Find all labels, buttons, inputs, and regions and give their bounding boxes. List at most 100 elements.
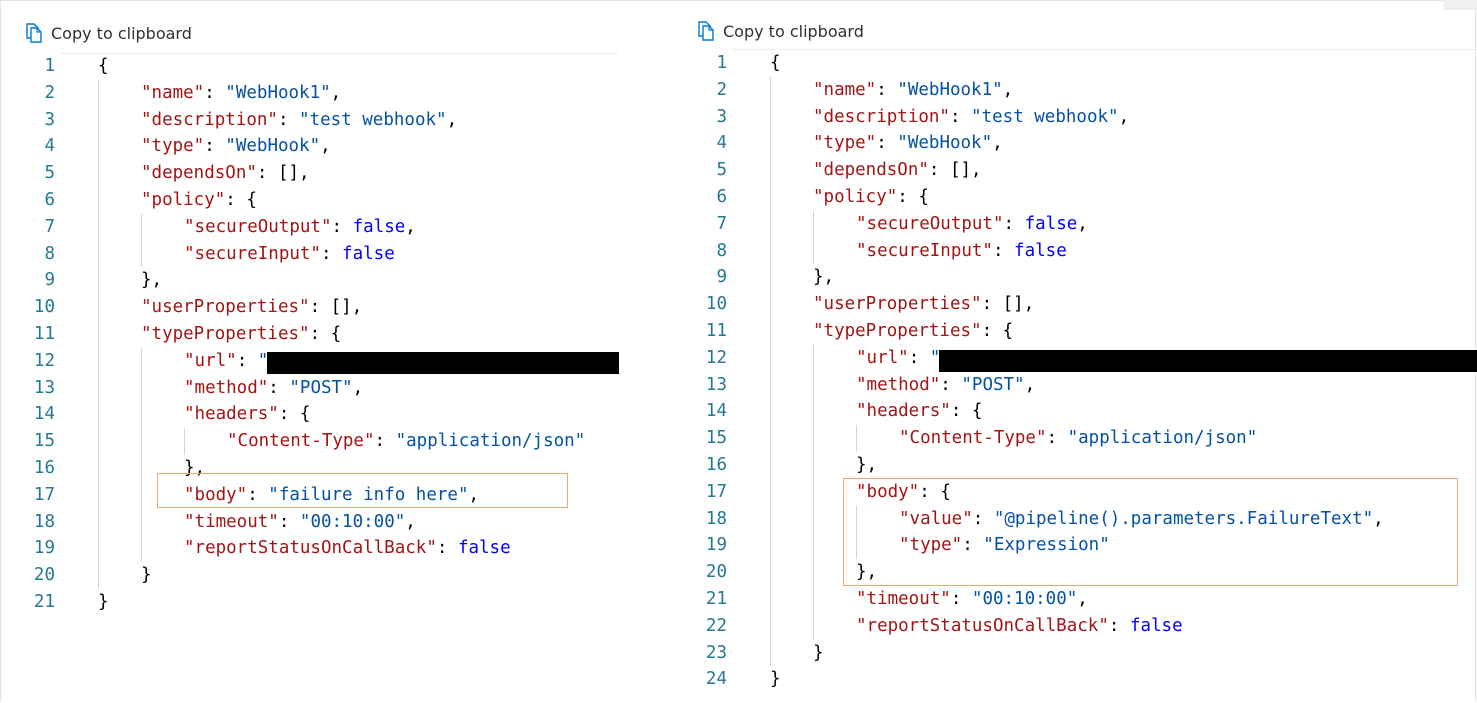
code-text: "secureOutput": false, <box>856 211 1088 238</box>
copy-icon <box>698 21 714 41</box>
copy-to-clipboard-button[interactable]: Copy to clipboard <box>24 22 192 44</box>
json-punctuation: }, <box>856 455 878 475</box>
json-key: "reportStatusOnCallBack" <box>856 615 1109 636</box>
copy-icon <box>26 23 42 43</box>
line-number: 15 <box>705 428 727 449</box>
json-punctuation: } <box>98 592 109 612</box>
code-line: 18"timeout": "00:10:00", <box>15 509 619 536</box>
json-key: "userProperties" <box>141 297 310 318</box>
code-line: 6"policy": { <box>15 187 619 214</box>
line-number: 3 <box>716 106 727 127</box>
json-string: "WebHook1" <box>225 82 331 103</box>
json-punctuation: : <box>940 374 962 395</box>
json-string: " <box>257 350 269 371</box>
json-key: "name" <box>141 82 205 103</box>
code-line: 6"policy": { <box>687 184 1477 211</box>
json-string: "WebHook" <box>897 133 993 154</box>
json-punctuation: : { <box>981 321 1014 341</box>
code-text: "policy": { <box>813 184 929 211</box>
code-text: "typeProperties": { <box>813 318 1013 345</box>
line-number: 17 <box>33 484 55 505</box>
code-line: 9}, <box>15 267 619 294</box>
copy-to-clipboard-button[interactable]: Copy to clipboard <box>696 20 864 42</box>
json-punctuation: }, <box>856 562 878 583</box>
json-boolean: false <box>1014 240 1067 261</box>
json-punctuation: : { <box>897 187 929 207</box>
json-punctuation: , <box>1077 589 1088 609</box>
line-number: 21 <box>705 589 727 609</box>
json-key: "timeout" <box>856 589 951 609</box>
code-line: 4"type": "WebHook", <box>15 133 619 160</box>
json-key: "value" <box>899 508 973 529</box>
json-punctuation: : <box>972 508 994 529</box>
code-line: 1{ <box>687 50 1477 77</box>
json-key: "secureInput" <box>856 240 993 261</box>
json-punctuation: : [], <box>928 160 982 181</box>
json-punctuation: }, <box>813 267 835 288</box>
json-key: "type" <box>813 133 877 154</box>
code-text: "Content-Type": "application/json" <box>227 428 585 455</box>
line-number: 15 <box>33 431 55 452</box>
json-punctuation: , <box>1118 106 1130 127</box>
line-number: 22 <box>705 615 727 636</box>
code-line: 14"headers": { <box>15 401 619 428</box>
line-number: 9 <box>716 267 727 288</box>
json-key: "reportStatusOnCallBack" <box>184 538 437 559</box>
json-key: "body" <box>856 481 920 502</box>
json-key: "secureInput" <box>184 243 321 264</box>
code-line: 11 "typeProperties": { <box>687 318 1477 345</box>
json-punctuation: : <box>236 350 258 371</box>
json-key: "name" <box>813 79 877 100</box>
code-text: } <box>98 589 109 616</box>
editor-top-border <box>732 49 1477 50</box>
code-editor-right[interactable]: 1{2"name": "WebHook1",3"description": "t… <box>687 50 1477 703</box>
code-line: 20}, <box>687 559 1477 586</box>
line-number: 20 <box>33 565 55 586</box>
code-line: 10"userProperties": [], <box>687 291 1477 318</box>
code-text: "headers": { <box>856 398 982 425</box>
line-number: 7 <box>716 213 727 234</box>
code-line: 24} <box>687 666 1477 693</box>
indent-guide <box>813 344 814 640</box>
line-number: 3 <box>44 109 55 130</box>
json-punctuation: : <box>278 511 300 532</box>
code-line: 1{ <box>15 53 619 80</box>
json-key: "method" <box>856 374 941 395</box>
json-punctuation: : [], <box>256 163 310 184</box>
json-key: "typeProperties" <box>813 321 982 341</box>
code-text: "headers": { <box>184 401 310 428</box>
line-number: 13 <box>33 377 55 398</box>
json-punctuation: : <box>1108 615 1130 636</box>
code-line: 19 "reportStatusOnCallBack": false <box>15 535 619 562</box>
code-text: { <box>98 53 109 80</box>
line-number: 13 <box>705 374 727 395</box>
json-punctuation: , <box>330 82 342 103</box>
json-key: "url" <box>184 350 237 371</box>
json-punctuation: : <box>247 484 269 505</box>
json-key: "type" <box>141 136 205 157</box>
line-number: 19 <box>33 538 55 559</box>
code-text: }, <box>856 452 877 479</box>
indent-guide <box>141 213 142 268</box>
scrollbar-corner[interactable] <box>1443 0 1477 10</box>
code-line: 13"method": "POST", <box>15 375 619 402</box>
json-boolean: false <box>457 538 511 559</box>
code-text: { <box>770 50 781 77</box>
body-highlight-box <box>843 478 1458 586</box>
code-text: "url": " <box>184 348 268 375</box>
json-key: "type" <box>899 535 963 556</box>
code-text: "policy": { <box>141 187 257 214</box>
indent-guide <box>770 76 771 667</box>
json-string: "WebHook1" <box>897 79 1003 100</box>
json-punctuation: { <box>770 53 781 73</box>
code-editor-left[interactable]: 1{2"name": "WebHook1",3 "description": "t… <box>15 53 619 703</box>
body-highlight-box <box>157 473 568 508</box>
code-text: "type": "Expression" <box>899 532 1110 559</box>
json-punctuation: : <box>436 538 458 559</box>
json-boolean: false <box>1129 615 1183 636</box>
indent-guide <box>856 505 857 560</box>
line-number: 11 <box>705 321 727 341</box>
code-line: 22 "reportStatusOnCallBack": false <box>687 613 1477 640</box>
code-text: "description": "test webhook", <box>141 107 457 134</box>
code-line: 2"name": "WebHook1", <box>15 80 619 107</box>
